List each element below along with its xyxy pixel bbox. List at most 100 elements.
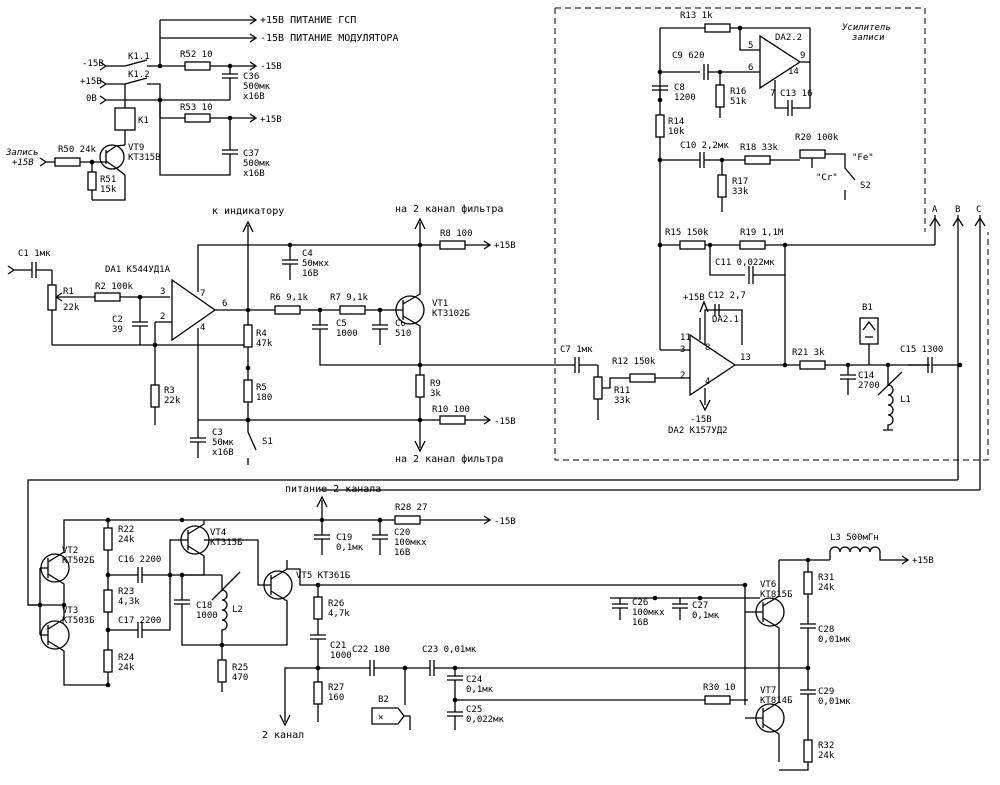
r31-label: R31 [818,573,834,583]
c26-label: С26 [632,598,648,608]
switch-s1[interactable] [198,419,257,465]
resistor-r26 [313,596,323,620]
capacitor-c2 [132,297,148,345]
bias-oscillator-section: VT2 КТ502Б VT3 КТ503Б R22 24k R23 4,3k R… [27,479,980,771]
k12-label: К1.2 [128,70,150,80]
capacitor-c17 [108,575,171,638]
l2-label: L2 [232,605,243,615]
resistor-r52 [184,61,211,71]
opamp-da2-1 [689,333,737,397]
input-wires [106,65,160,101]
mod-label: -15В ПИТАНИЕ МОДУЛЯТОРА [260,33,398,44]
r25-value: 470 [232,673,248,683]
resistor-r16 [715,84,725,108]
vt9-label: VT9 [128,143,144,153]
power-arrows [249,15,258,43]
r24-value: 24k [118,663,135,673]
capacitor-c21 [310,634,326,668]
r9-label: R9 [430,379,441,389]
r28-label: R28 27 [395,503,428,513]
r25-label: R25 [232,663,248,673]
b1-label: В1 [862,303,873,313]
c16-label: С16 2200 [118,555,161,565]
r22-label: R22 [118,525,134,535]
pin-label: 11 [680,333,691,343]
pin-label: 2 [160,312,165,322]
b2-label: В2 [378,695,389,705]
inductor-l3 [779,546,881,561]
r14-label: R14 [668,117,684,127]
c14-value: 2700 [858,381,880,391]
c21-label: С21 [330,641,346,651]
amplifier-subtitle: записи [852,33,885,43]
resistor-r2 [94,292,121,302]
r11-value: 33k [614,396,631,406]
capacitor-c27 [672,598,688,620]
k11-label: К1.1 [128,52,150,62]
vt2-label: VT2 [62,546,78,556]
p15-out-label: +15В [260,115,282,125]
r10-label: R10 100 [432,405,470,415]
m15-out-label: -15В [260,62,282,72]
switch-s2[interactable] [811,153,856,200]
connector-a-label: A [932,205,938,215]
resistor-r19 [739,240,766,250]
resistor-r25 [217,659,227,683]
m15-r10-label: -15В [494,417,516,427]
da2-2-label: DA2.2 [775,33,802,43]
resistor-r3 [150,384,160,408]
r3-label: R3 [164,386,175,396]
resistor-r10 [439,415,466,425]
capacitor-c22-c23 [318,660,808,676]
r19-label: R19 1,1М [740,228,784,238]
c20-voltage: 16В [394,548,410,558]
pin-label: 6 [748,63,753,73]
vt7-type: КТ814Б [760,696,793,706]
c28-value: 0,01мк [818,635,851,645]
vt4-type: КТ315Б [210,538,243,548]
r11-label: R11 [614,386,630,396]
capacitor-c5 [312,310,328,345]
vt4-label: VT4 [210,528,226,538]
capacitor-c37 [159,100,238,176]
c19-value: 0,1мк [336,543,364,553]
capacitor-c18 [174,575,235,646]
r16-label: R16 [730,87,746,97]
capacitor-c20 [372,520,388,555]
capacitor-c3 [190,420,206,458]
c36-label: С36 [243,72,259,82]
capacitor-c1 [7,262,52,278]
capacitor-c13 [774,62,811,116]
c3-voltage: х16В [212,448,234,458]
p15-input-label: +15В [80,77,102,87]
amplifier-title: Усилитель [842,23,891,33]
c26-value: 100мкх [632,608,665,618]
c29-value: 0,01мк [818,697,851,707]
r9-value: 3k [430,389,441,399]
k1-label: К1 [138,116,149,126]
connector-c-label: C [976,205,981,215]
c21-value: 1000 [330,651,352,661]
c22-label: С22 180 [352,645,390,655]
c10-label: С10 2,2мк [680,141,729,151]
vt6-label: VT6 [760,580,776,590]
capacitor-c14 [840,365,856,395]
r17-value: 33k [732,187,749,197]
capacitor-c24 [447,668,463,700]
capacitor-c26 [612,598,628,620]
da2-label: DA2 К157УД2 [668,426,728,436]
resistor-r14 [655,114,665,138]
r32-label: R32 [818,741,834,751]
vt3-type: КТ503Б [62,616,95,626]
r12-label: R12 150k [612,357,656,367]
c4-voltage: 16В [302,269,318,279]
resistor-r17 [717,174,727,198]
r4-value: 47k [256,339,273,349]
pin-label: 2 [680,371,685,381]
r3-value: 22k [164,396,181,406]
pin-label: 14 [788,67,799,77]
connector-b-label: B [955,205,960,215]
resistor-r28 [394,515,421,525]
contact-wires [147,20,180,119]
